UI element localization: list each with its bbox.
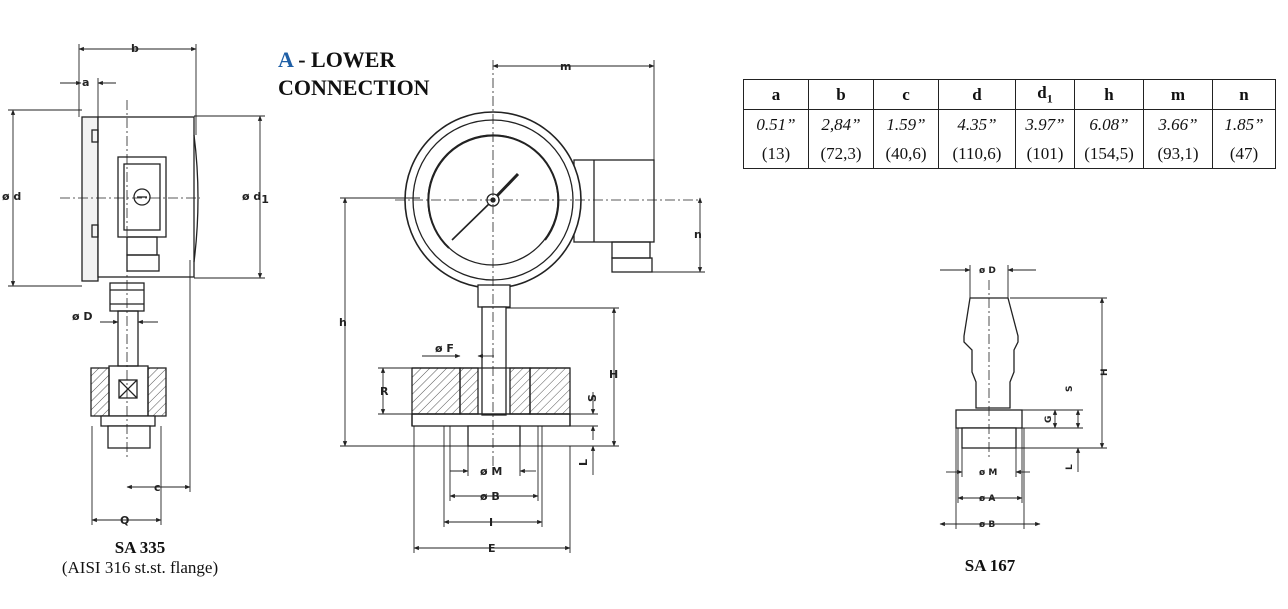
sa167-view — [955, 280, 1023, 460]
dim-label-L: L — [577, 459, 590, 466]
table-cell: 3.66” — [1143, 109, 1213, 139]
table-cell: 4.35” — [938, 109, 1016, 139]
dim-label-S: S — [586, 394, 599, 402]
side-view-labels: b a ø d ø d1 ø D c Q — [2, 42, 269, 527]
dim-label-E: E — [488, 542, 496, 555]
table-row-inches: 0.51” 2,84” 1.59” 4.35” 3.97” 6.08” 3.66… — [743, 109, 1276, 139]
table-cell: (47) — [1212, 139, 1276, 169]
side-view-dimensions — [8, 44, 265, 525]
sa167-label-oA: ø A — [979, 494, 995, 504]
dim-label-h: h — [339, 316, 347, 329]
dim-label-R: R — [380, 385, 389, 398]
table-cell: (101) — [1015, 139, 1075, 169]
table-cell: (93,1) — [1143, 139, 1213, 169]
col-d: d — [938, 79, 1016, 110]
table-cell: (40,6) — [873, 139, 939, 169]
title-line2: CONNECTION — [278, 75, 430, 100]
table-cell: (110,6) — [938, 139, 1016, 169]
dim-label-oM: ø M — [480, 465, 502, 478]
col-b: b — [808, 79, 874, 110]
dim-label-Q: Q — [120, 514, 129, 527]
table-cell: (72,3) — [808, 139, 874, 169]
col-c: c — [873, 79, 939, 110]
front-view-labels: m h n ø F R H S L ø M ø B I E — [339, 60, 702, 555]
table-cell: 1.85” — [1212, 109, 1276, 139]
dim-label-oB: ø B — [480, 490, 500, 503]
side-view — [60, 100, 200, 460]
col-a: a — [743, 79, 809, 110]
sa167-label-G: G — [1044, 416, 1054, 423]
table-cell: 3.97” — [1015, 109, 1075, 139]
caption-sa335-desc: (AISI 316 st.st. flange) — [61, 558, 219, 577]
title-line-1: A - LOWER — [278, 46, 430, 74]
title-line1: LOWER — [311, 47, 396, 72]
dim-label-od: ø d — [2, 190, 21, 203]
sa167-labels: ø D H S G L ø M ø A ø B — [979, 266, 1110, 530]
front-view — [395, 60, 700, 470]
table-row-mm: (13) (72,3) (40,6) (110,6) (101) (154,5)… — [743, 139, 1276, 169]
dim-label-oF: ø F — [435, 342, 454, 355]
table-cell: 2,84” — [808, 109, 874, 139]
sa167-label-H: H — [1100, 368, 1110, 376]
dim-label-H: H — [609, 368, 618, 381]
sa167-label-L: L — [1065, 464, 1075, 470]
dim-label-n: n — [694, 228, 702, 241]
section-title: A - LOWER CONNECTION — [278, 46, 430, 102]
dim-label-a: a — [82, 76, 89, 89]
caption-sa335-name: SA 335 — [114, 538, 166, 557]
dim-label-b: b — [131, 42, 139, 55]
col-h: h — [1074, 79, 1144, 110]
table-cell: (154,5) — [1074, 139, 1144, 169]
sa167-label-oM: ø M — [979, 468, 997, 478]
table-cell: 6.08” — [1074, 109, 1144, 139]
sa167-label-oD: ø D — [979, 266, 996, 276]
dim-label-oD: ø D — [72, 310, 93, 323]
col-n: n — [1212, 79, 1276, 110]
caption-sa335: SA 335 (AISI 316 st.st. flange) — [40, 538, 240, 578]
sa167-label-oB: ø B — [979, 520, 995, 530]
title-prefix: A — [278, 47, 293, 72]
dim-label-m: m — [560, 60, 571, 73]
col-d1: d1 — [1015, 79, 1075, 110]
sa167-label-S: S — [1065, 386, 1075, 392]
dim-label-od1: ø d1 — [242, 190, 269, 206]
col-m: m — [1143, 79, 1213, 110]
dim-label-I: I — [489, 516, 493, 529]
table-header-row: a b c d d1 h m n — [743, 79, 1276, 110]
table-cell: 1.59” — [873, 109, 939, 139]
dim-label-c: c — [154, 481, 161, 494]
table-cell: 0.51” — [743, 109, 809, 139]
table-cell: (13) — [743, 139, 809, 169]
caption-sa167: SA 167 — [964, 556, 1016, 575]
front-view-dimensions — [340, 60, 705, 553]
title-separator: - — [292, 47, 312, 72]
dimensions-table: a b c d d1 h m n 0.51” 2,84” 1.59” 4.35”… — [743, 79, 1276, 169]
sa167-dimensions — [939, 265, 1107, 529]
